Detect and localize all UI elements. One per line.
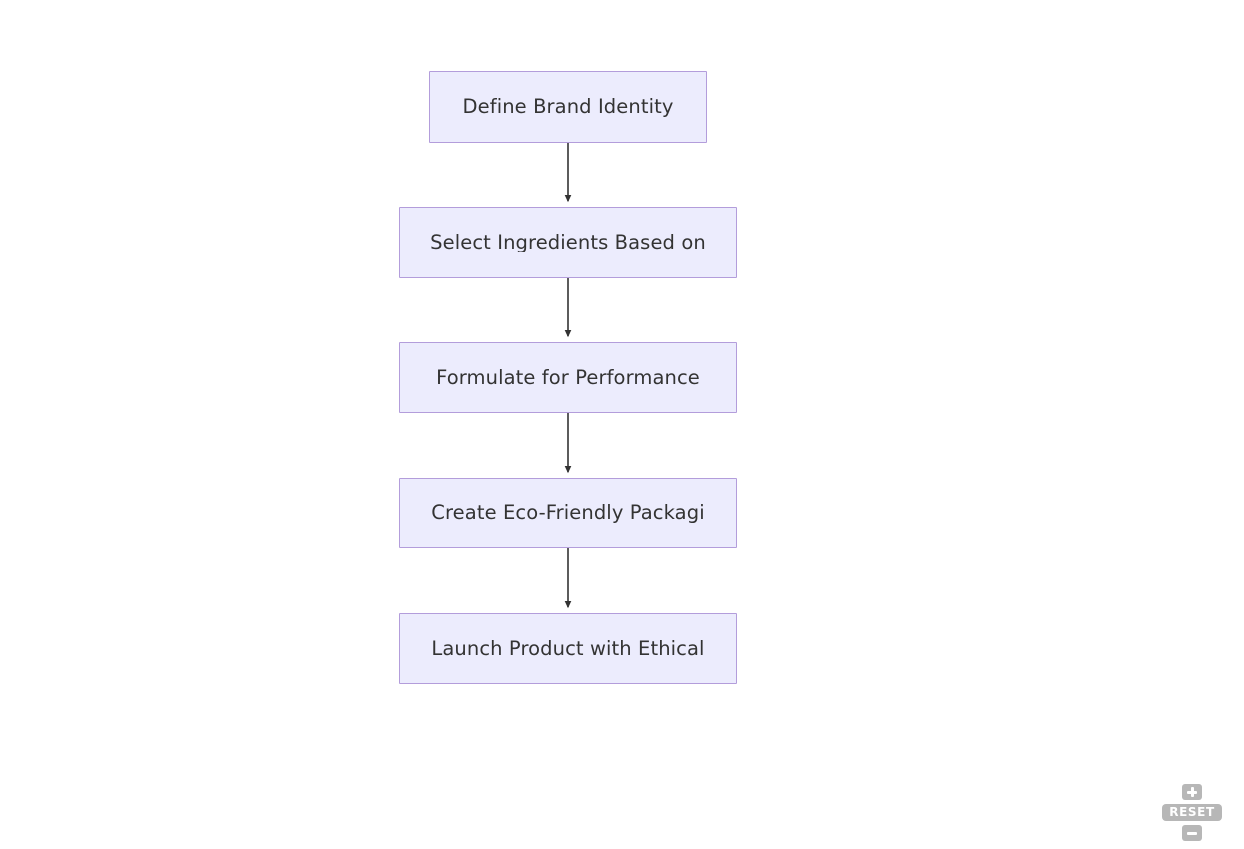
plus-icon <box>1187 787 1197 797</box>
flow-node-launch-product[interactable]: Launch Product with Ethical <box>399 613 737 684</box>
minus-icon <box>1187 831 1197 835</box>
flow-node-label: Create Eco-Friendly Packagi <box>431 503 705 523</box>
flow-node-formulate-performance[interactable]: Formulate for Performance <box>399 342 737 413</box>
zoom-out-button[interactable] <box>1182 825 1202 841</box>
flow-node-label: Launch Product with Ethical <box>431 638 705 659</box>
zoom-in-button[interactable] <box>1182 784 1202 800</box>
flow-node-label: Select Ingredients Based on <box>430 232 706 253</box>
zoom-controls[interactable]: RESET <box>1160 784 1224 841</box>
flow-node-create-eco-friendly-packaging[interactable]: Create Eco-Friendly Packagi <box>399 478 737 548</box>
flow-node-select-ingredients[interactable]: Select Ingredients Based on <box>399 207 737 278</box>
flow-node-label: Define Brand Identity <box>462 97 674 117</box>
flow-node-label: Formulate for Performance <box>436 367 700 388</box>
flow-node-define-brand-identity[interactable]: Define Brand Identity <box>429 71 707 143</box>
reset-button[interactable]: RESET <box>1162 804 1222 821</box>
